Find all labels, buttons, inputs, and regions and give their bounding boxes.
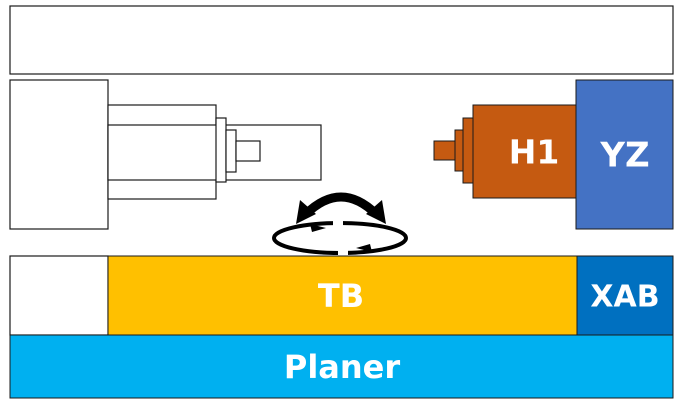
left-spindle-assembly (9, 79, 322, 230)
top-beam (9, 5, 674, 75)
head-collar-2 (462, 117, 474, 184)
left-spindle-tip (235, 140, 261, 162)
rotation-arrows-icon (272, 192, 408, 256)
bed-planer-block (9, 334, 674, 399)
left-spindle-collar-2 (225, 129, 237, 173)
column-yz-label: YZ (599, 136, 649, 176)
rotary-xab-block (576, 255, 674, 336)
right-head-assembly: H1 YZ (433, 79, 674, 230)
column-yz-block (575, 79, 674, 230)
table-left-block (9, 255, 109, 336)
head-tool-tip (433, 140, 456, 161)
head-h1-label: H1 (509, 133, 560, 172)
left-housing (9, 79, 109, 230)
left-spindle-collar-1 (215, 117, 227, 183)
bed-planer-label: Planer (284, 348, 401, 386)
rotary-xab-label: XAB (590, 280, 659, 315)
head-h1-block (472, 104, 578, 199)
left-spindle-shaft (107, 124, 322, 181)
table-tb-label: TB (318, 277, 364, 315)
